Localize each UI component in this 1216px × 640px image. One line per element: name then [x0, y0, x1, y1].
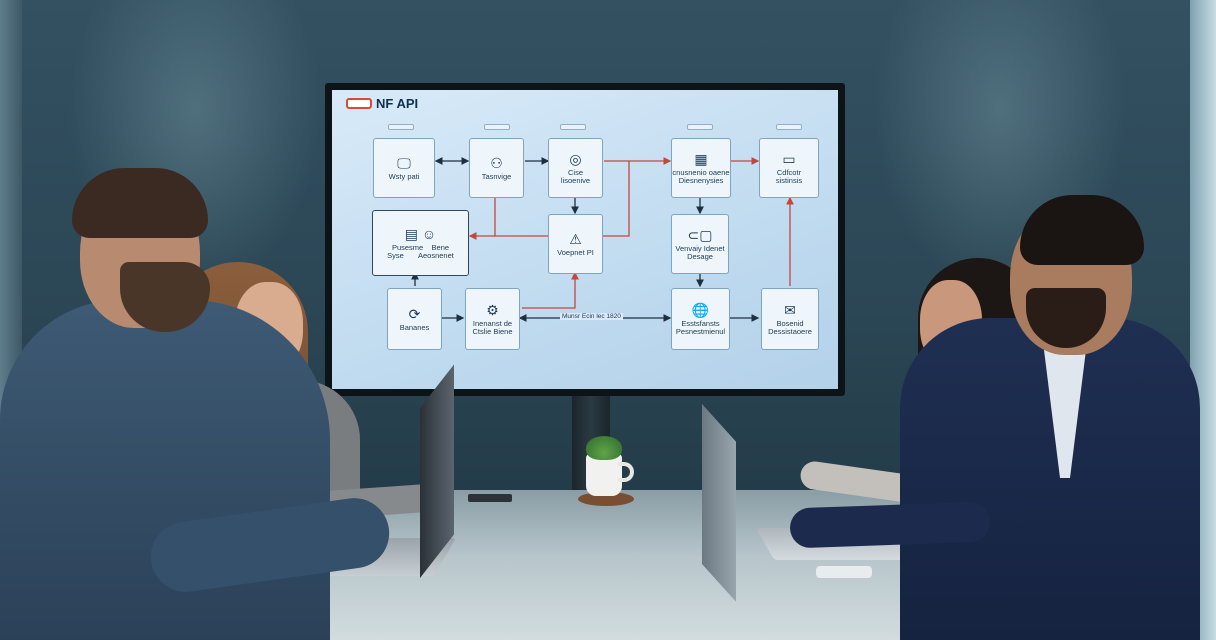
flow-node: ◎ Cise lisoenive: [548, 138, 603, 198]
flow-node: ▤ ☺ Pusesme Bene Syse Aeosnenet: [372, 210, 469, 276]
flow-node: ▭ Cdfcotr sistinsis: [759, 138, 819, 198]
flowchart-screen: NF API 🖵 Wsty pati ⚇ Tasnvige ◎ Cise lis…: [332, 90, 838, 389]
column-tag: [484, 124, 510, 130]
flow-node: 🖵 Wsty pati: [373, 138, 435, 198]
target-icon: ◎: [569, 150, 582, 167]
flow-node-label: Bosenid Dessistaoere: [768, 318, 812, 336]
logo-mark-icon: [346, 98, 372, 109]
screen-icon: ▭: [782, 150, 796, 167]
warning-icon: ⚠: [569, 230, 582, 247]
flow-node-label: Venvaiy Idenet Desage: [675, 243, 725, 261]
flow-node-label: Cise lisoenive: [560, 167, 591, 185]
flow-node-label: Cdfcotr sistinsis: [775, 167, 803, 185]
flow-node: ⚠ Voepnet PI: [548, 214, 603, 274]
flow-node: 🌐 Esstsfansts Pesnestmienul: [671, 288, 730, 350]
flow-node: ⊂▢ Venvaiy Idenet Desage: [671, 214, 729, 274]
flow-node-label: cnusnenio oaene Diesnenysies: [672, 167, 730, 185]
torso: [0, 300, 330, 640]
door-frame: [0, 0, 22, 430]
flow-node-label: Wsty pati: [388, 171, 420, 181]
arm: [789, 501, 991, 549]
column-tag: [560, 124, 586, 130]
document-user-icon: ▤ ☺: [404, 225, 437, 242]
column-tag: [388, 124, 414, 130]
hair: [1020, 195, 1144, 265]
user-icon: ⚇: [490, 154, 503, 171]
flow-node-label: Tasnvige: [481, 171, 512, 181]
wall-display: NF API 🖵 Wsty pati ⚇ Tasnvige ◎ Cise lis…: [325, 83, 845, 396]
flow-node-label: Pusesme Bene Syse Aeosnenet: [387, 242, 454, 260]
beard: [120, 262, 210, 332]
flow-node: ⚙ Inenanst de Ctslie Biene: [465, 288, 520, 350]
tablet: [468, 494, 512, 502]
refresh-icon: ⟳: [408, 305, 421, 322]
camera-icon: ⊂▢: [687, 226, 713, 243]
panel-icon: ▦: [694, 150, 708, 167]
flow-node: ⟳ Bananes: [387, 288, 442, 350]
column-tag: [687, 124, 713, 130]
logo-text: NF API: [376, 96, 419, 111]
gear-icon: ⚙: [486, 301, 499, 318]
pot-handle: [618, 462, 634, 482]
flowchart-connectors: [411, 157, 794, 322]
flow-node: ⚇ Tasnvige: [469, 138, 524, 198]
app-logo: NF API: [346, 96, 418, 111]
flow-node-label: Inenanst de Ctslie Biene: [472, 318, 513, 336]
globe-icon: 🌐: [691, 301, 710, 318]
mail-icon: ✉: [784, 301, 796, 318]
flow-node-label: Bananes: [399, 322, 430, 332]
succulent-plant: [586, 436, 622, 460]
flow-node: ✉ Bosenid Dessistaoere: [761, 288, 819, 350]
plant-pot: [586, 454, 622, 496]
connector-label: Munsr Ecin lec 1820: [560, 313, 623, 320]
flow-node-label: Esstsfansts Pesnestmienul: [675, 318, 726, 336]
mouse: [816, 566, 872, 578]
hair: [72, 168, 208, 238]
flow-node: ▦ cnusnenio oaene Diesnenysies: [671, 138, 731, 198]
flow-node-label: Voepnet PI: [557, 247, 594, 257]
column-tag: [776, 124, 802, 130]
monitor-icon: 🖵: [397, 154, 411, 171]
